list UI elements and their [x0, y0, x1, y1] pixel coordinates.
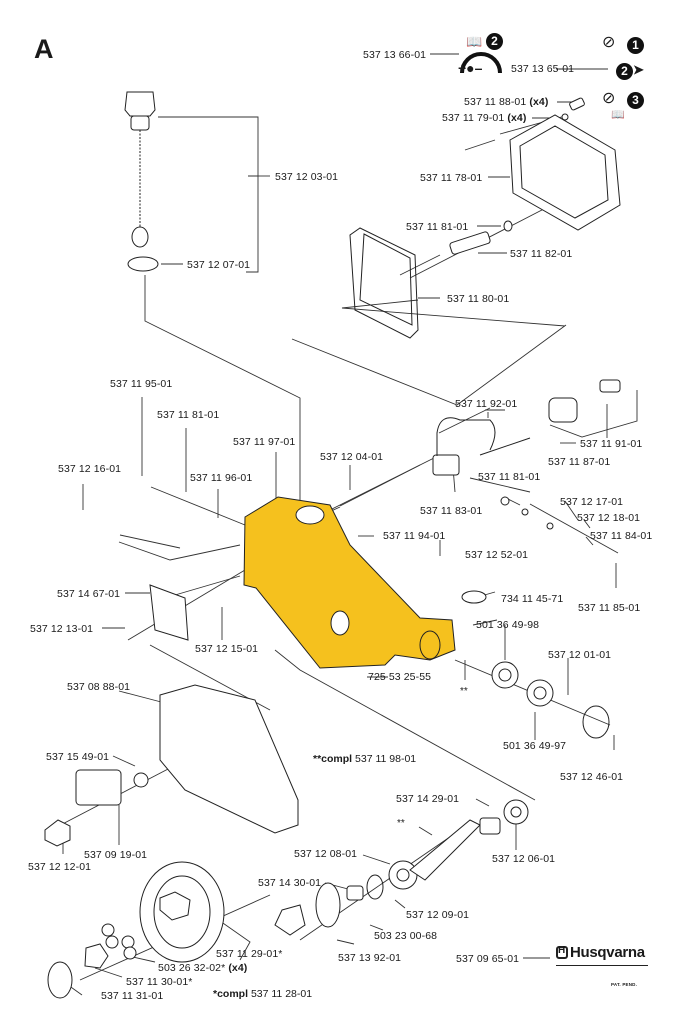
oil-flow-gauge-icon: +●– — [458, 60, 483, 76]
part-label: 537 11 97-01 — [233, 436, 296, 448]
part-label: 537 11 80-01 — [447, 293, 510, 305]
part-label: 734 11 45-71 — [501, 593, 564, 605]
compl-note-double-star: **compl 537 11 98-01 — [313, 753, 417, 765]
part-label: 537 08 88-01 — [67, 681, 131, 693]
part-label: 537 13 92-01 — [338, 952, 402, 964]
step-badge-2-book: 2 — [486, 33, 503, 50]
part-label: 537 11 81-01 — [406, 221, 469, 233]
double-star-marker: ** — [460, 686, 468, 697]
part-label: 537 12 12-01 — [28, 861, 92, 873]
part-label: 537 11 78-01 — [420, 172, 483, 184]
oil-cap — [124, 91, 156, 117]
adjust-clockwise-icon: ⊘ — [602, 90, 616, 107]
part-label: 537 11 87-01 — [548, 456, 611, 468]
part-label: 537 11 79-01 (x4) — [442, 112, 527, 124]
patent-pending-note: PAT. PEND. — [611, 982, 638, 987]
part-label: 537 14 29-01 — [396, 793, 460, 805]
part-label: 537 09 65-01 — [456, 953, 520, 965]
part-label: 537 12 06-01 — [492, 853, 556, 865]
book-icon: 📖 — [466, 34, 483, 49]
part-label: 537 11 31-01 — [101, 990, 164, 1002]
part-label: 537 12 16-01 — [58, 463, 122, 475]
part-label: 537 12 07-01 — [187, 259, 251, 271]
part-label: 537 11 83-01 — [420, 505, 483, 517]
part-label: 537 12 01-01 — [548, 649, 612, 661]
crown-logo-icon — [556, 945, 568, 959]
part-label: 537 12 15-01 — [195, 643, 259, 655]
part-label: 537 12 08-01 — [294, 848, 358, 860]
part-label: 537 11 29-01* — [216, 948, 283, 960]
step-badge-1: 1 — [627, 37, 644, 54]
part-label: 725 53 25-55 — [368, 671, 432, 683]
part-label: 537 11 85-01 — [578, 602, 641, 614]
step-badge-2-arrow: 2 — [616, 63, 633, 80]
part-label: 537 11 94-01 — [383, 530, 446, 542]
part-label: 501 36 49-98 — [476, 619, 540, 631]
part-label: 537 11 96-01 — [190, 472, 253, 484]
part-label: 537 13 65-01 — [511, 63, 575, 75]
compl-note-single-star: *compl 537 11 28-01 — [213, 988, 313, 1000]
part-label: 537 13 66-01 — [363, 49, 427, 61]
oil-pump-housing — [243, 496, 456, 669]
part-label: 501 36 49-97 — [503, 740, 567, 752]
part-label: 537 12 18-01 — [577, 512, 641, 524]
part-label: 537 11 88-01 (x4) — [464, 96, 549, 108]
part-label: 503 23 00-68 — [374, 930, 438, 942]
part-label: 537 11 95-01 — [110, 378, 173, 390]
adjust-counterclockwise-icon: ⊘ — [602, 34, 616, 51]
part-label: 537 14 67-01 — [57, 588, 121, 600]
arrow-right-icon: ➤ — [633, 62, 644, 77]
part-label: 537 12 04-01 — [320, 451, 384, 463]
part-label: 537 12 46-01 — [560, 771, 624, 783]
part-label: 537 12 03-01 — [275, 171, 339, 183]
part-label: 537 11 92-01 — [455, 398, 518, 410]
part-label: 537 11 84-01 — [590, 530, 653, 542]
part-label: 537 15 49-01 — [46, 751, 110, 763]
husqvarna-logo: Husqvarna — [556, 944, 648, 966]
part-label: 537 11 81-01 — [478, 471, 541, 483]
double-star-marker: ** — [397, 818, 405, 829]
section-letter: A — [34, 34, 54, 64]
part-label: 537 11 82-01 — [510, 248, 573, 260]
part-label: 537 11 81-01 — [157, 409, 220, 421]
o-ring — [127, 256, 159, 272]
step-badge-3: 3 — [627, 92, 644, 109]
part-label: 537 12 13-01 — [30, 623, 94, 635]
part-label: 537 12 17-01 — [560, 496, 624, 508]
part-label: 537 12 52-01 — [465, 549, 529, 561]
clutch-cover — [159, 684, 299, 834]
part-label: 537 11 91-01 — [580, 438, 643, 450]
part-label: 503 26 32-02* (x4) — [158, 962, 248, 974]
book-icon: 📖 — [611, 109, 625, 121]
part-label: 537 11 30-01* — [126, 976, 193, 988]
part-label: 537 14 30-01 — [258, 877, 322, 889]
part-label: 537 09 19-01 — [84, 849, 148, 861]
part-label: 537 12 09-01 — [406, 909, 470, 921]
